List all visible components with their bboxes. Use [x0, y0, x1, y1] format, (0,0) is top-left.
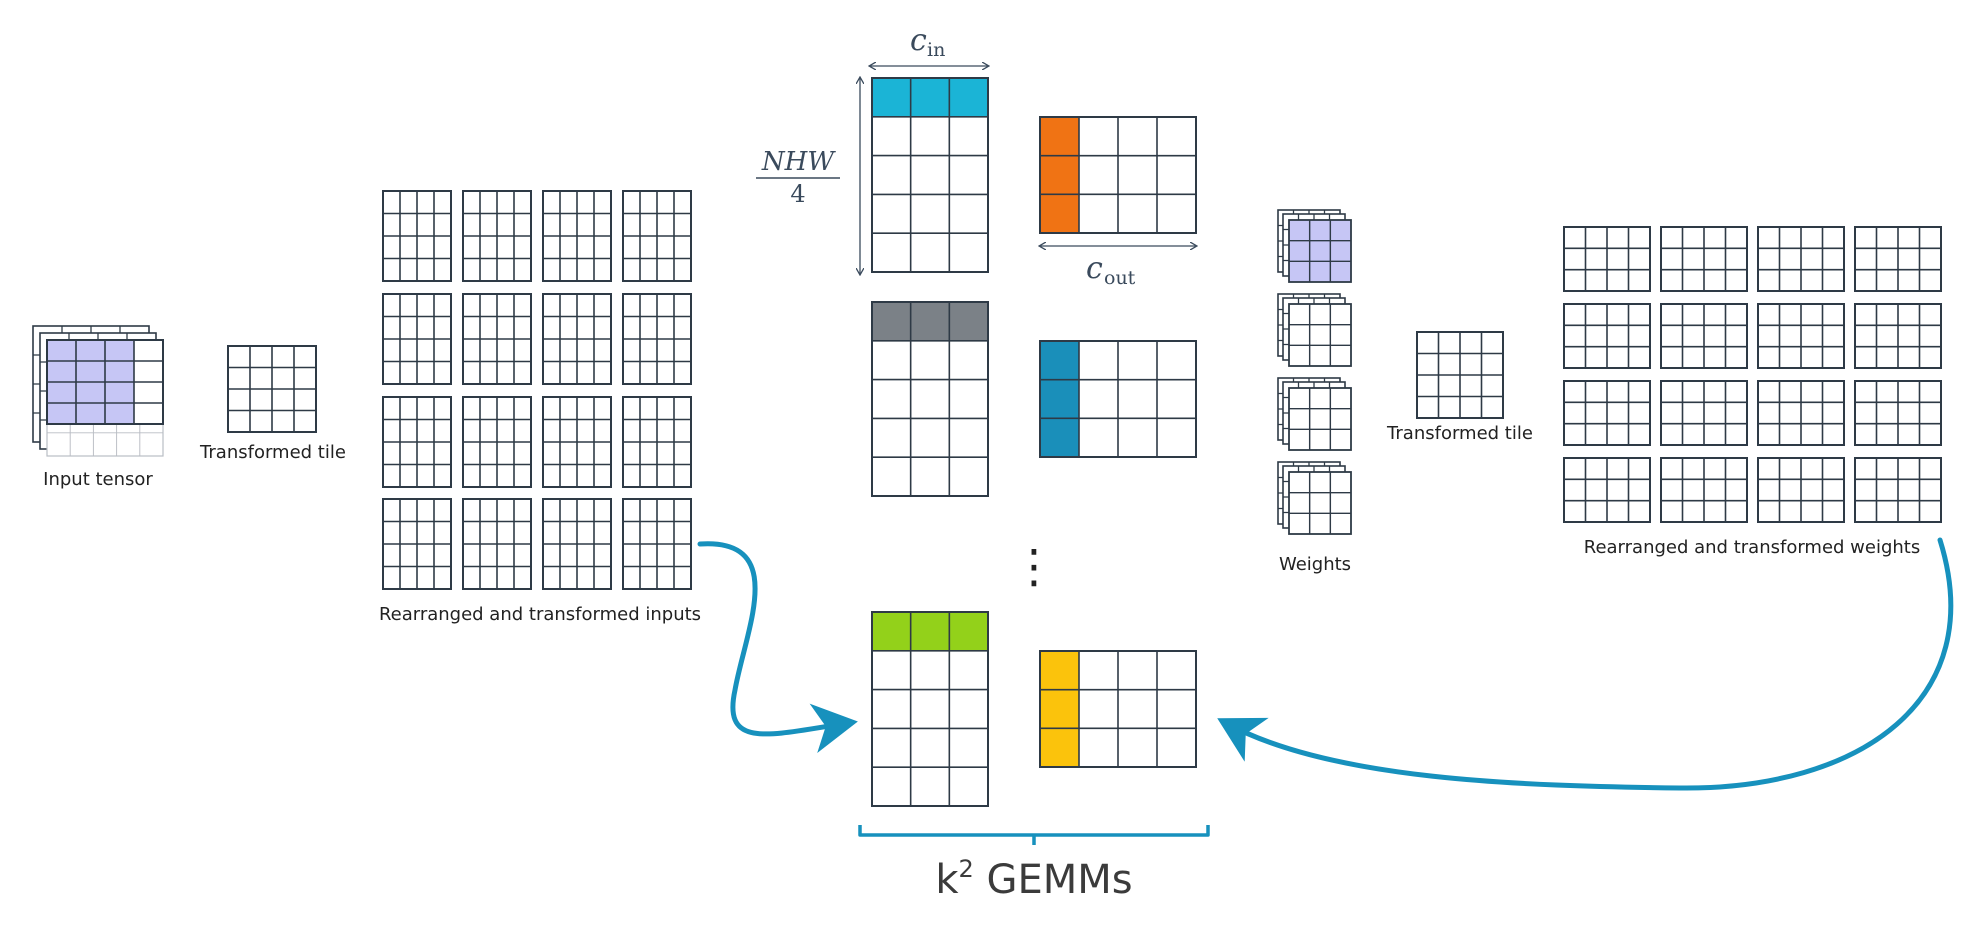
transformed-tile-left — [227, 345, 317, 433]
weight-tile — [1757, 303, 1845, 369]
weight-layer-front — [1288, 471, 1352, 535]
gemm-matrices — [871, 77, 1197, 807]
input-tile — [382, 293, 452, 385]
transformed-tile-left-grid — [227, 345, 317, 433]
weight-tile — [1660, 380, 1748, 446]
input-tensor-front — [46, 339, 164, 425]
weight-tile — [1563, 457, 1651, 523]
input-tile — [542, 190, 612, 282]
input-tile — [462, 498, 532, 590]
c-out-subscript: out — [1104, 267, 1136, 289]
weight-tile — [1757, 226, 1845, 292]
input-tile — [622, 190, 692, 282]
input-tile — [462, 293, 532, 385]
input-tile — [622, 396, 692, 488]
weight-tile — [1563, 303, 1651, 369]
input-tile — [382, 498, 452, 590]
weight-stack — [1277, 293, 1352, 367]
inputs-to-gemm-arrow — [697, 541, 858, 754]
weight-tile — [1563, 380, 1651, 446]
c-in-symbol: c — [910, 23, 927, 58]
gemm-input-matrix-k2 — [871, 611, 989, 807]
weight-stack — [1277, 461, 1352, 535]
weight-tile — [1757, 380, 1845, 446]
input-tensor-label: Input tensor — [43, 469, 153, 490]
input-tile — [382, 190, 452, 282]
rearranged-weights-label: Rearranged and transformed weights — [1584, 537, 1921, 558]
weight-stack — [1277, 377, 1352, 451]
weight-layer-front — [1288, 219, 1352, 283]
input-tile — [622, 293, 692, 385]
gemm-count-label: k2 GEMMs — [935, 855, 1132, 903]
weight-tile — [1854, 457, 1942, 523]
input-tile — [542, 293, 612, 385]
rearranged-weights-grid — [1563, 226, 1942, 523]
nhw-dimension: NHW 4 — [756, 78, 860, 274]
weights-to-gemm-arrow — [1217, 537, 1954, 791]
weights-stacks — [1277, 209, 1352, 535]
weight-tile — [1854, 380, 1942, 446]
weights-label: Weights — [1279, 554, 1351, 575]
weight-tile — [1660, 226, 1748, 292]
weight-tile — [1854, 303, 1942, 369]
four-symbol: 4 — [790, 180, 805, 208]
c-out-symbol: c — [1086, 251, 1103, 286]
rearranged-inputs-label: Rearranged and transformed inputs — [379, 604, 701, 625]
input-tile — [542, 498, 612, 590]
input-tile — [622, 498, 692, 590]
weight-tile — [1660, 457, 1748, 523]
gemm-weight-matrix-2 — [1039, 340, 1197, 458]
input-tensor — [32, 325, 164, 457]
transformed-tile-right — [1416, 331, 1504, 419]
c-in-dimension: c in — [870, 23, 988, 66]
weight-tile — [1563, 226, 1651, 292]
input-tile — [462, 190, 532, 282]
rearranged-inputs-grid — [382, 190, 692, 590]
gemm-input-matrix-1 — [871, 77, 989, 273]
transformed-tile-right-grid — [1416, 331, 1504, 419]
weight-tile — [1660, 303, 1748, 369]
weight-stack — [1277, 209, 1352, 283]
gemm-weight-matrix-k2 — [1039, 650, 1197, 768]
nhw-symbol: NHW — [761, 147, 836, 177]
c-out-dimension: c out — [1040, 246, 1196, 289]
weight-layer-front — [1288, 303, 1352, 367]
transformed-tile-left-label: Transformed tile — [199, 442, 346, 463]
weight-layer-front — [1288, 387, 1352, 451]
ellipsis: ⋮ — [1011, 539, 1057, 593]
transformed-tile-right-label: Transformed tile — [1386, 423, 1533, 444]
gemm-input-matrix-2 — [871, 301, 989, 497]
gemm-weight-matrix-1 — [1039, 116, 1197, 234]
input-tile — [542, 396, 612, 488]
gemm-brace — [858, 825, 1210, 845]
weight-tile — [1757, 457, 1845, 523]
c-in-subscript: in — [927, 39, 945, 61]
input-tile — [382, 396, 452, 488]
weight-tile — [1854, 226, 1942, 292]
input-tile — [462, 396, 532, 488]
